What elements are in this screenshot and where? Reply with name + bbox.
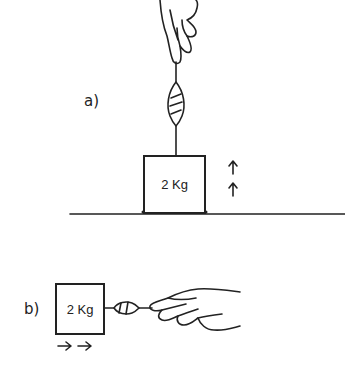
spring-balance xyxy=(168,82,184,126)
spring-balance xyxy=(114,302,139,314)
string xyxy=(105,307,114,309)
mass-block: 2 Kg xyxy=(55,283,105,335)
force-arrow xyxy=(78,342,91,350)
spring-coil xyxy=(119,302,128,314)
hand-drawing xyxy=(160,0,197,63)
mass-label: 2 Kg xyxy=(67,302,94,317)
force-arrow xyxy=(229,183,237,196)
string xyxy=(175,62,177,82)
part-label: a) xyxy=(84,92,99,110)
hand-drawing xyxy=(150,289,240,330)
spring-coil xyxy=(170,94,182,114)
mass-block: 2 Kg xyxy=(143,155,206,214)
hand-detail xyxy=(162,298,222,318)
ground-line xyxy=(70,213,345,215)
force-arrow xyxy=(58,342,71,350)
mass-label: 2 Kg xyxy=(161,177,188,192)
hand-detail xyxy=(170,10,187,46)
part-label: b) xyxy=(24,300,39,318)
string xyxy=(175,126,177,155)
force-arrow xyxy=(229,161,237,174)
